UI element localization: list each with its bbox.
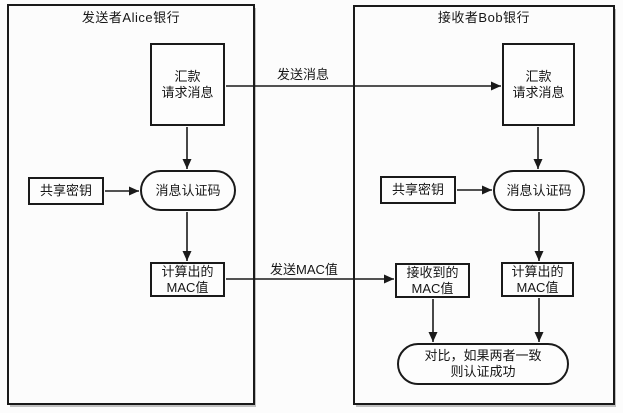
sender-computed-mac-line2: MAC值 [166, 279, 209, 295]
receiver-panel-frame [353, 5, 615, 405]
sender-mac-function-node: 消息认证码 [140, 170, 236, 211]
receiver-remittance-request-box: 汇款 请求消息 [502, 43, 575, 126]
sender-remittance-request-box: 汇款 请求消息 [150, 43, 225, 126]
receiver-compare-result-line2: 则认证成功 [450, 364, 516, 379]
receiver-computed-mac-box: 计算出的 MAC值 [501, 262, 574, 297]
receiver-shared-key-label: 共享密钥 [391, 182, 444, 198]
receiver-computed-mac-line1: 计算出的 [511, 263, 564, 279]
receiver-compare-result-line1: 对比，如果两者一致 [424, 348, 542, 364]
receiver-mac-function-node: 消息认证码 [493, 170, 585, 211]
receiver-received-mac-line2: MAC值 [411, 280, 454, 296]
sender-computed-mac-box: 计算出的 MAC值 [150, 262, 225, 297]
sender-panel-title: 发送者Alice银行 [81, 10, 181, 25]
receiver-remittance-request-line1: 汇款 [525, 68, 552, 84]
sender-remittance-request-line1: 汇款 [174, 68, 201, 84]
sender-remittance-request-line2: 请求消息 [161, 84, 214, 100]
receiver-remittance-request-line2: 请求消息 [512, 84, 565, 100]
receiver-mac-function-label: 消息认证码 [506, 182, 572, 198]
receiver-panel-title: 接收者Bob银行 [437, 10, 531, 25]
sender-mac-function-label: 消息认证码 [155, 182, 221, 198]
send-message-label: 发送消息 [276, 67, 329, 82]
sender-shared-key-label: 共享密钥 [39, 183, 92, 199]
receiver-received-mac-line1: 接收到的 [406, 264, 459, 280]
sender-computed-mac-line1: 计算出的 [161, 263, 214, 279]
receiver-shared-key-box: 共享密钥 [380, 176, 456, 204]
sender-shared-key-box: 共享密钥 [28, 177, 104, 205]
receiver-compare-result-node: 对比，如果两者一致 则认证成功 [397, 343, 569, 385]
receiver-computed-mac-line2: MAC值 [516, 279, 559, 295]
sender-panel-frame [7, 4, 255, 405]
send-mac-value-label: 发送MAC值 [270, 262, 338, 277]
receiver-received-mac-box: 接收到的 MAC值 [395, 263, 470, 298]
